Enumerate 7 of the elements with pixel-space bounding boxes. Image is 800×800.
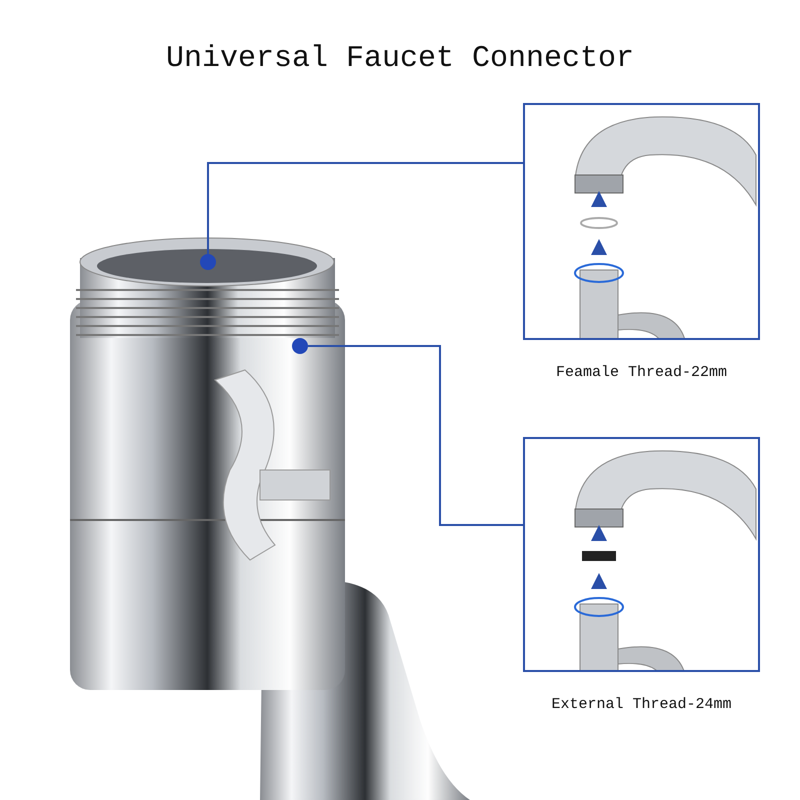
diagram-title: Universal Faucet Connector <box>164 42 636 76</box>
thread-size-caption: External Thread-24mm <box>550 696 733 713</box>
thread-size-caption: Feamale Thread-22mm <box>554 364 728 381</box>
inset-panel <box>523 437 760 672</box>
leader-line <box>308 345 523 526</box>
leader-line <box>207 162 523 254</box>
inset-panel <box>523 103 760 340</box>
